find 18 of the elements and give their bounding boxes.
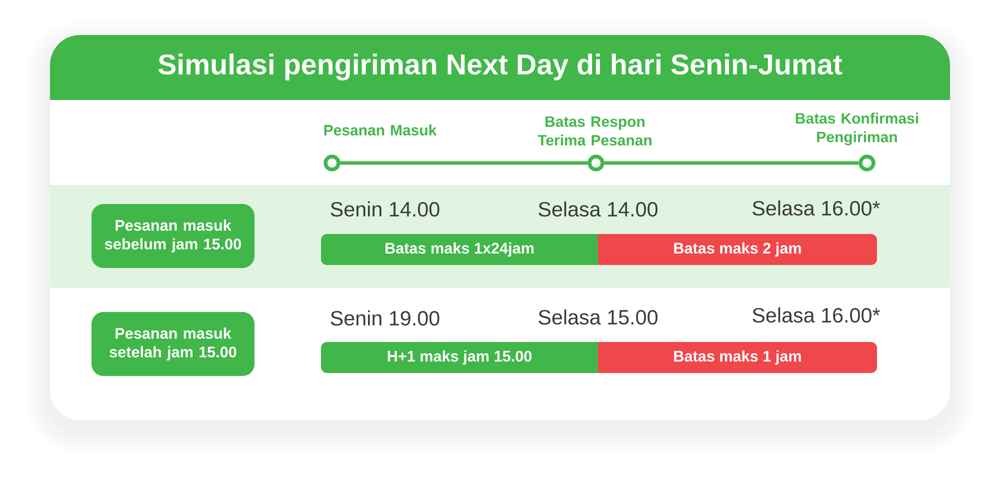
- time-label: Senin 19.00: [330, 310, 440, 326]
- milestone-label: Batas Konfirmasi Pengiriman: [796, 112, 918, 146]
- duration-bar: Batas maks 1x24jam: [321, 234, 598, 265]
- status-pill: Pesanan masuk setelah jam 15.00: [92, 312, 254, 376]
- milestone-label: Pesanan Masuk: [324, 124, 437, 136]
- time-label: Selasa 15.00: [538, 309, 658, 325]
- duration-bar: H+1 maks jam 15.00: [321, 342, 598, 373]
- time-label: Selasa 14.00: [538, 201, 658, 217]
- time-label: Senin 14.00: [330, 201, 440, 217]
- timeline-line: [604, 161, 859, 165]
- title-banner: Simulasi pengiriman Next Day di hari Senin-Jumat: [50, 35, 950, 100]
- time-label: Selasa 16.00*: [752, 200, 880, 216]
- time-label: Selasa 16.00*: [752, 307, 880, 323]
- milestone-label: Batas Respon Terima Pesanan: [538, 116, 652, 146]
- duration-bar: Batas maks 2 jam: [598, 234, 877, 265]
- duration-bar: Batas maks 1 jam: [598, 342, 877, 373]
- status-pill: Pesanan masuk sebelum jam 15.00: [92, 204, 254, 268]
- timeline-line: [340, 161, 588, 165]
